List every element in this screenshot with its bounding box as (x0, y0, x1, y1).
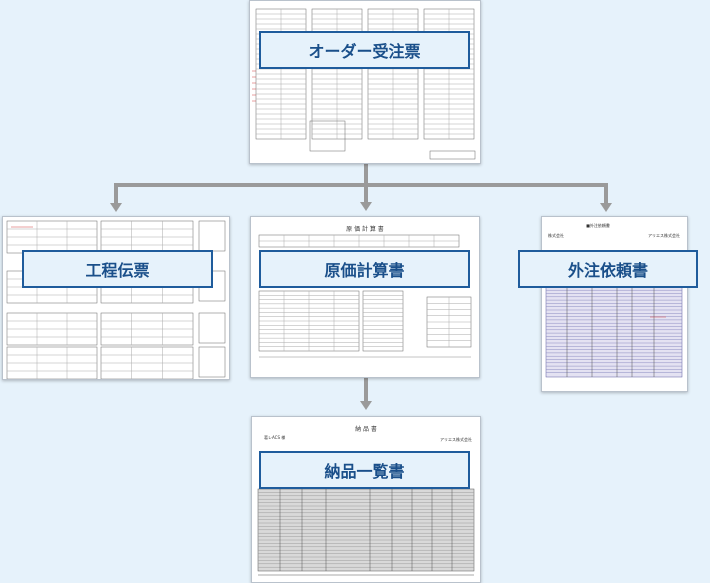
order-stamp-box (309, 120, 346, 152)
connector-right-down (604, 183, 608, 204)
order-sheet-document (249, 0, 481, 164)
arrow-to-koutei (110, 203, 122, 212)
nohin-company: アリエス株式会社 (440, 436, 472, 442)
gaichu-company: アリエス株式会社 (648, 232, 680, 238)
node-gaichu-sheet-label: 外注依頼書 (567, 261, 648, 280)
order-footer-box (429, 150, 476, 160)
order-sheet-thumbnail (252, 8, 476, 160)
koutei-side-box-0 (198, 220, 226, 252)
connector-horizontal (114, 183, 606, 187)
gaichu-client: 株式会社 (548, 232, 564, 238)
node-genka-sheet: 原価計算書 (259, 250, 470, 288)
node-genka-sheet-label: 原価計算書 (324, 261, 405, 280)
node-order-sheet-label: オーダー受注票 (308, 42, 421, 61)
connector-left-down (114, 183, 118, 204)
nohin-client: 葛レACS 様 (264, 434, 285, 440)
node-nohin-sheet-label: 納品一覧書 (324, 462, 405, 481)
node-koutei-sheet-label: 工程伝票 (85, 261, 150, 280)
genka-sheet-document: 原 価 計 算 書 (250, 216, 480, 378)
koutei-sheet-document (2, 216, 230, 380)
nohin-sheet-document: 納 品 書葛レACS 様 アリエス株式会社 (251, 416, 481, 583)
genka-title: 原 価 計 算 書 (346, 225, 384, 233)
genka-sheet-thumbnail: 原 価 計 算 書 (258, 225, 472, 358)
gaichu-title: ■外注依頼書 (586, 222, 610, 228)
connector-center-down (364, 183, 368, 203)
koutei-side-box-2 (198, 312, 226, 344)
arrow-to-genka (360, 202, 372, 211)
node-gaichu-sheet: 外注依頼書 (518, 250, 698, 288)
koutei-sheet-thumbnail (6, 220, 226, 379)
gaichu-table (545, 276, 683, 378)
koutei-side-box-3 (198, 346, 226, 378)
arrow-to-nohin (360, 401, 372, 410)
nohin-title: 納 品 書 (355, 425, 377, 433)
connector-genka-down (364, 377, 368, 401)
node-koutei-sheet: 工程伝票 (22, 250, 213, 288)
arrow-to-gaichu (600, 203, 612, 212)
node-nohin-sheet: 納品一覧書 (259, 451, 470, 489)
gaichu-sheet-document: ■外注依頼書株式会社 アリエス株式会社 (541, 216, 688, 392)
node-order-sheet: オーダー受注票 (259, 31, 470, 69)
connector-root-down (364, 163, 368, 185)
